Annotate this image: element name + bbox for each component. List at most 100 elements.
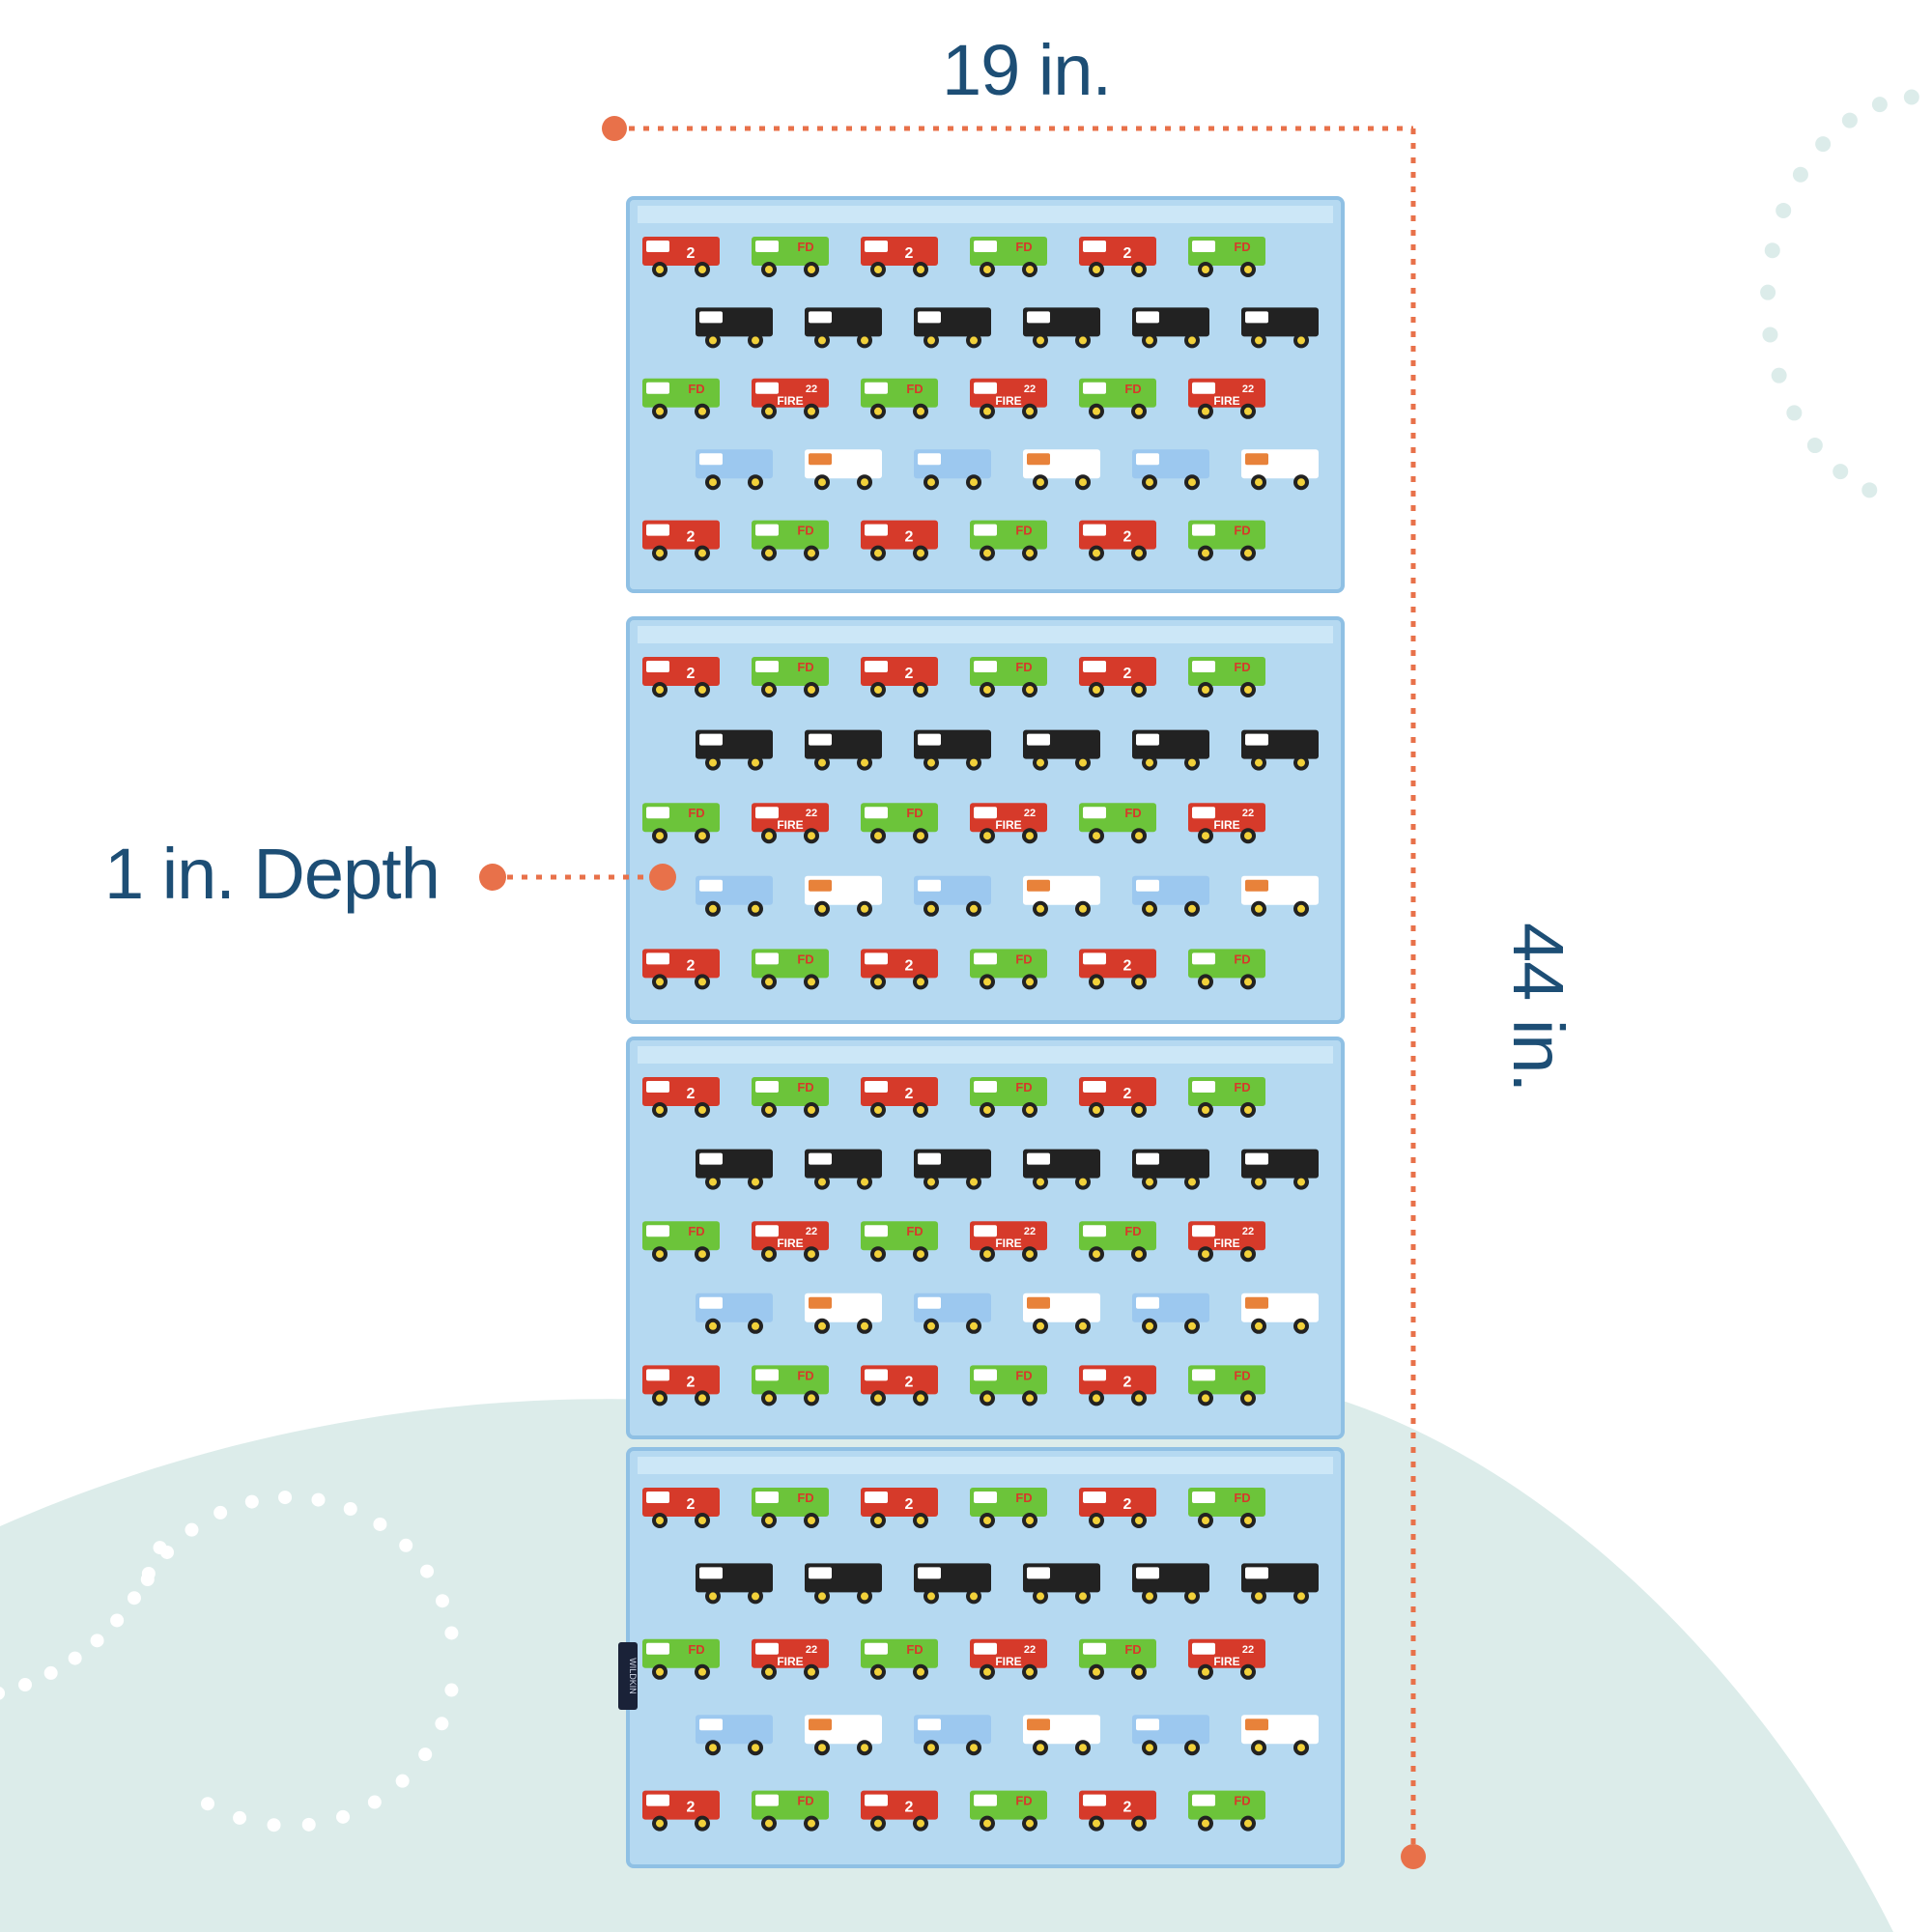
vehicle-print-text: FIRE: [995, 394, 1021, 408]
vehicle-print: 2: [642, 1077, 720, 1118]
vehicle-print-text: 22: [806, 1226, 817, 1237]
vehicle-print-text: FD: [688, 382, 704, 396]
vehicle-print: [805, 1715, 882, 1756]
vehicle-print: FD: [861, 1638, 938, 1680]
vehicle-print: FD: [970, 1488, 1047, 1528]
vehicle-print: [914, 449, 991, 491]
vehicle-print-text: FD: [797, 524, 813, 538]
vehicle-print-text: FD: [1124, 1642, 1141, 1657]
vehicle-print-text: 2: [687, 529, 696, 546]
vehicle-print-text: 2: [687, 1374, 696, 1390]
vehicle-print-text: 2: [905, 1374, 914, 1390]
vehicle-print: FD: [970, 949, 1047, 990]
vehicle-print: [805, 1563, 882, 1605]
decor-dot: [399, 1538, 413, 1552]
vehicle-print-text: FD: [797, 952, 813, 966]
vehicle-print-text: FD: [688, 1224, 704, 1238]
decor-dot: [1861, 482, 1878, 498]
vehicle-print-text: FIRE: [777, 1236, 803, 1250]
vehicle-print-text: 2: [905, 666, 914, 682]
vehicle-print-text: FD: [1234, 660, 1250, 674]
decor-dot: [1760, 284, 1776, 300]
vehicle-print: [805, 1149, 882, 1190]
vehicle-print: [696, 1563, 773, 1605]
decor-dot: [233, 1810, 247, 1825]
vehicle-print-text: FD: [797, 1491, 813, 1505]
width-label: 19 in.: [942, 30, 1112, 110]
vehicle-print-text: FIRE: [777, 818, 803, 832]
vehicle-print-text: 2: [687, 1496, 696, 1513]
vehicle-print-text: FD: [906, 1224, 923, 1238]
vehicle-print: FD: [1188, 237, 1265, 277]
vehicle-print-text: 2: [687, 1800, 696, 1816]
vehicle-print: 2: [861, 1488, 938, 1528]
vehicle-print: FD: [1188, 949, 1265, 990]
vehicle-print-text: 2: [905, 957, 914, 974]
vehicle-print: FD: [861, 1221, 938, 1263]
vehicle-print: FD: [1079, 1638, 1156, 1680]
vehicle-print: 2: [642, 237, 720, 277]
vehicle-print: FD: [642, 1221, 720, 1263]
decor-dot: [43, 1665, 58, 1680]
vehicle-print: FD: [1188, 657, 1265, 697]
decor-dot: [1776, 202, 1792, 218]
decor-dot: [90, 1634, 104, 1648]
vehicle-print: [696, 875, 773, 917]
vehicle-print: [1241, 1715, 1319, 1756]
depth-dimension-line: [479, 864, 676, 891]
vehicle-print: 2: [642, 949, 720, 990]
decor-dot: [373, 1517, 387, 1531]
vehicle-print: FD: [970, 520, 1047, 561]
vehicle-print-text: 22: [806, 1644, 817, 1656]
vehicle-print: [805, 875, 882, 917]
vehicle-print-text: 22: [1242, 808, 1254, 819]
vehicle-print: [1132, 1715, 1209, 1756]
vehicle-print: FD: [1188, 1365, 1265, 1406]
vehicle-print-text: FD: [1015, 660, 1032, 674]
vehicle-print: [1023, 307, 1100, 349]
vehicle-print: FD: [642, 378, 720, 419]
vehicle-print: [1241, 1293, 1319, 1334]
vehicle-print: FD: [752, 657, 829, 697]
brand-tag-text: WILDKIN: [628, 1658, 638, 1694]
vehicle-print: 2: [861, 520, 938, 561]
vehicle-print-text: FD: [1015, 1368, 1032, 1382]
vehicle-print: 2: [861, 949, 938, 990]
vehicle-print-text: FIRE: [995, 818, 1021, 832]
decor-dot: [1833, 464, 1849, 480]
vehicle-print-text: 2: [1123, 245, 1132, 262]
vehicle-print-text: FD: [906, 806, 923, 820]
vehicle-print: [1241, 307, 1319, 349]
vehicle-print-text: FIRE: [1213, 818, 1239, 832]
vehicle-print: [1132, 1563, 1209, 1605]
vehicle-print: 2: [642, 1488, 720, 1528]
vehicle-print-text: FD: [797, 1794, 813, 1808]
decor-dot: [0, 1687, 6, 1700]
decor-dot: [244, 1494, 259, 1509]
vehicle-print: [696, 729, 773, 771]
vehicle-print: [1132, 875, 1209, 917]
vehicle-print: FD: [1188, 1488, 1265, 1528]
vehicle-print: [1132, 729, 1209, 771]
vehicle-print: 2: [1079, 1790, 1156, 1832]
length-label: 44 in.: [1498, 922, 1579, 1093]
vehicle-print-text: 22: [1242, 1644, 1254, 1656]
vehicle-print-text: 2: [1123, 1374, 1132, 1390]
decor-dot: [1762, 327, 1778, 343]
vehicle-print-text: 2: [905, 1086, 914, 1102]
vehicle-print: FD: [752, 1488, 829, 1528]
vehicle-print-text: FIRE: [777, 394, 803, 408]
decor-dot: [311, 1492, 326, 1507]
vehicle-print: FD: [752, 1365, 829, 1406]
vehicle-print: [914, 1293, 991, 1334]
vehicle-print: [1132, 449, 1209, 491]
